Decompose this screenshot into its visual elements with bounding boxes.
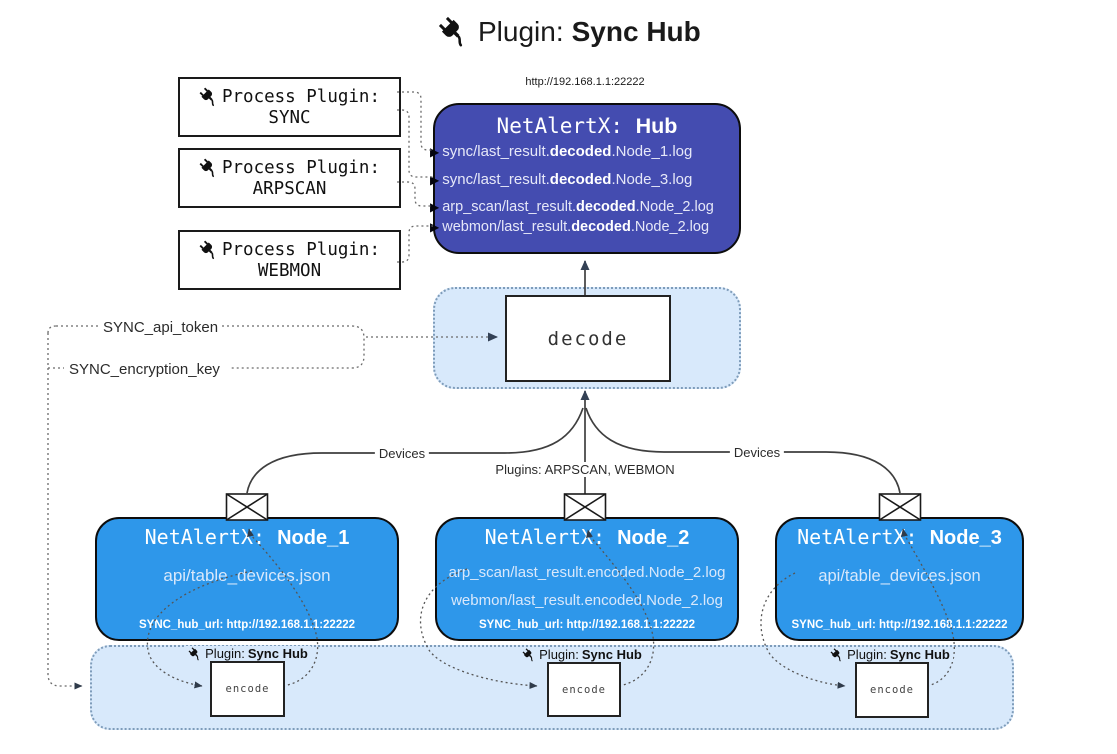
- node-file: api/table_devices.json: [163, 566, 331, 585]
- process-plugin-name: WEBMON: [257, 260, 322, 281]
- node-1-box: NetAlertX: Node_1 api/table_devices.json…: [95, 517, 399, 641]
- hub-log-row: ▶sync/last_result.decoded.Node_1.log: [430, 143, 693, 160]
- process-plugin-arpscan: Process Plugin: ARPSCAN: [178, 148, 401, 208]
- process-plugin-name: SYNC: [268, 107, 311, 128]
- sync-to-row2: [397, 109, 433, 178]
- key-to-strip: [47, 333, 83, 690]
- node-title-prefix: NetAlertX:: [144, 525, 266, 549]
- sync-encryption-key-label: SYNC_encryption_key: [66, 361, 223, 378]
- process-plugin-sync: Process Plugin: SYNC: [178, 77, 401, 137]
- hub-title-prefix: NetAlertX:: [496, 114, 623, 138]
- page-title: Plugin: Sync Hub: [438, 16, 701, 48]
- hub-title-name: Hub: [635, 114, 678, 138]
- node-3-box: NetAlertX: Node_3 api/table_devices.json…: [775, 517, 1024, 641]
- encoder-label: Plugin:Sync Hub: [185, 646, 311, 661]
- encode-box: encode: [547, 662, 621, 717]
- sync-to-row1: [397, 91, 433, 151]
- hub-title: NetAlertX: Hub: [435, 114, 739, 139]
- arrow-right-icon: ▶: [430, 144, 440, 159]
- node-title-prefix: NetAlertX:: [484, 525, 606, 549]
- process-plugin-name: ARPSCAN: [252, 178, 327, 199]
- arrow-right-icon: ▶: [430, 220, 440, 234]
- node-hub-url: SYNC_hub_url: http://192.168.1.1:22222: [478, 619, 696, 631]
- process-plugin-label: Process Plugin:: [221, 239, 381, 260]
- plug-icon: [830, 648, 844, 662]
- arrow-right-icon: ▶: [430, 172, 440, 187]
- webmon-to-row4: [397, 225, 433, 263]
- hub-log-row: ▶sync/last_result.decoded.Node_3.log: [430, 171, 693, 188]
- hub-log-row: ▶webmon/last_result.decoded.Node_2.log: [430, 219, 710, 235]
- arrow-right-icon: ▶: [430, 200, 440, 214]
- process-plugin-webmon: Process Plugin: WEBMON: [178, 230, 401, 290]
- plug-icon: [199, 87, 219, 107]
- plug-icon: [188, 647, 202, 661]
- plug-icon: [522, 648, 536, 662]
- devices-label-right: Devices: [729, 445, 785, 460]
- page-title-name: Sync Hub: [571, 16, 701, 47]
- key-box-corner: [47, 325, 57, 334]
- encode-box: encode: [210, 661, 285, 717]
- node-title-name: Node_2: [617, 527, 690, 549]
- devices-label-left: Devices: [374, 446, 430, 461]
- process-plugin-label: Process Plugin:: [221, 157, 381, 178]
- node-hub-url: SYNC_hub_url: http://192.168.1.1:22222: [791, 619, 1008, 631]
- plug-icon: [199, 158, 219, 178]
- node-2-box: NetAlertX: Node_2 arp_scan/last_result.e…: [435, 517, 739, 641]
- key-box-right: [222, 325, 365, 369]
- sync-api-token-label: SYNC_api_token: [100, 319, 222, 336]
- plug-icon: [438, 16, 470, 48]
- hub-box: NetAlertX: Hub ▶sync/last_result.decoded…: [430, 103, 741, 254]
- plug-icon: [199, 240, 219, 260]
- node-title-name: Node_3: [929, 527, 1002, 549]
- plugin-connectors: [397, 91, 433, 263]
- process-plugin-label: Process Plugin:: [221, 86, 381, 107]
- node-title-prefix: NetAlertX:: [797, 525, 918, 549]
- encoder-label: Plugin:Sync Hub: [827, 647, 953, 662]
- encoder-label: Plugin:Sync Hub: [519, 647, 645, 662]
- page-title-label: Plugin:: [478, 16, 564, 47]
- plugins-label: Plugins: ARPSCAN, WEBMON: [491, 462, 679, 477]
- node-file: api/table_devices.json: [818, 567, 981, 585]
- decode-box: decode: [505, 295, 671, 382]
- node-file: arp_scan/last_result.encoded.Node_2.log: [448, 564, 726, 581]
- hub-url: http://192.168.1.1:22222: [525, 76, 645, 88]
- node-file: webmon/last_result.encoded.Node_2.log: [451, 592, 723, 609]
- encode-box: encode: [855, 662, 929, 718]
- hub-log-row: ▶arp_scan/last_result.decoded.Node_2.log: [430, 199, 714, 215]
- node-title-name: Node_1: [277, 527, 350, 549]
- node-hub-url: SYNC_hub_url: http://192.168.1.1:22222: [138, 619, 356, 631]
- arpscan-to-row3: [397, 181, 433, 207]
